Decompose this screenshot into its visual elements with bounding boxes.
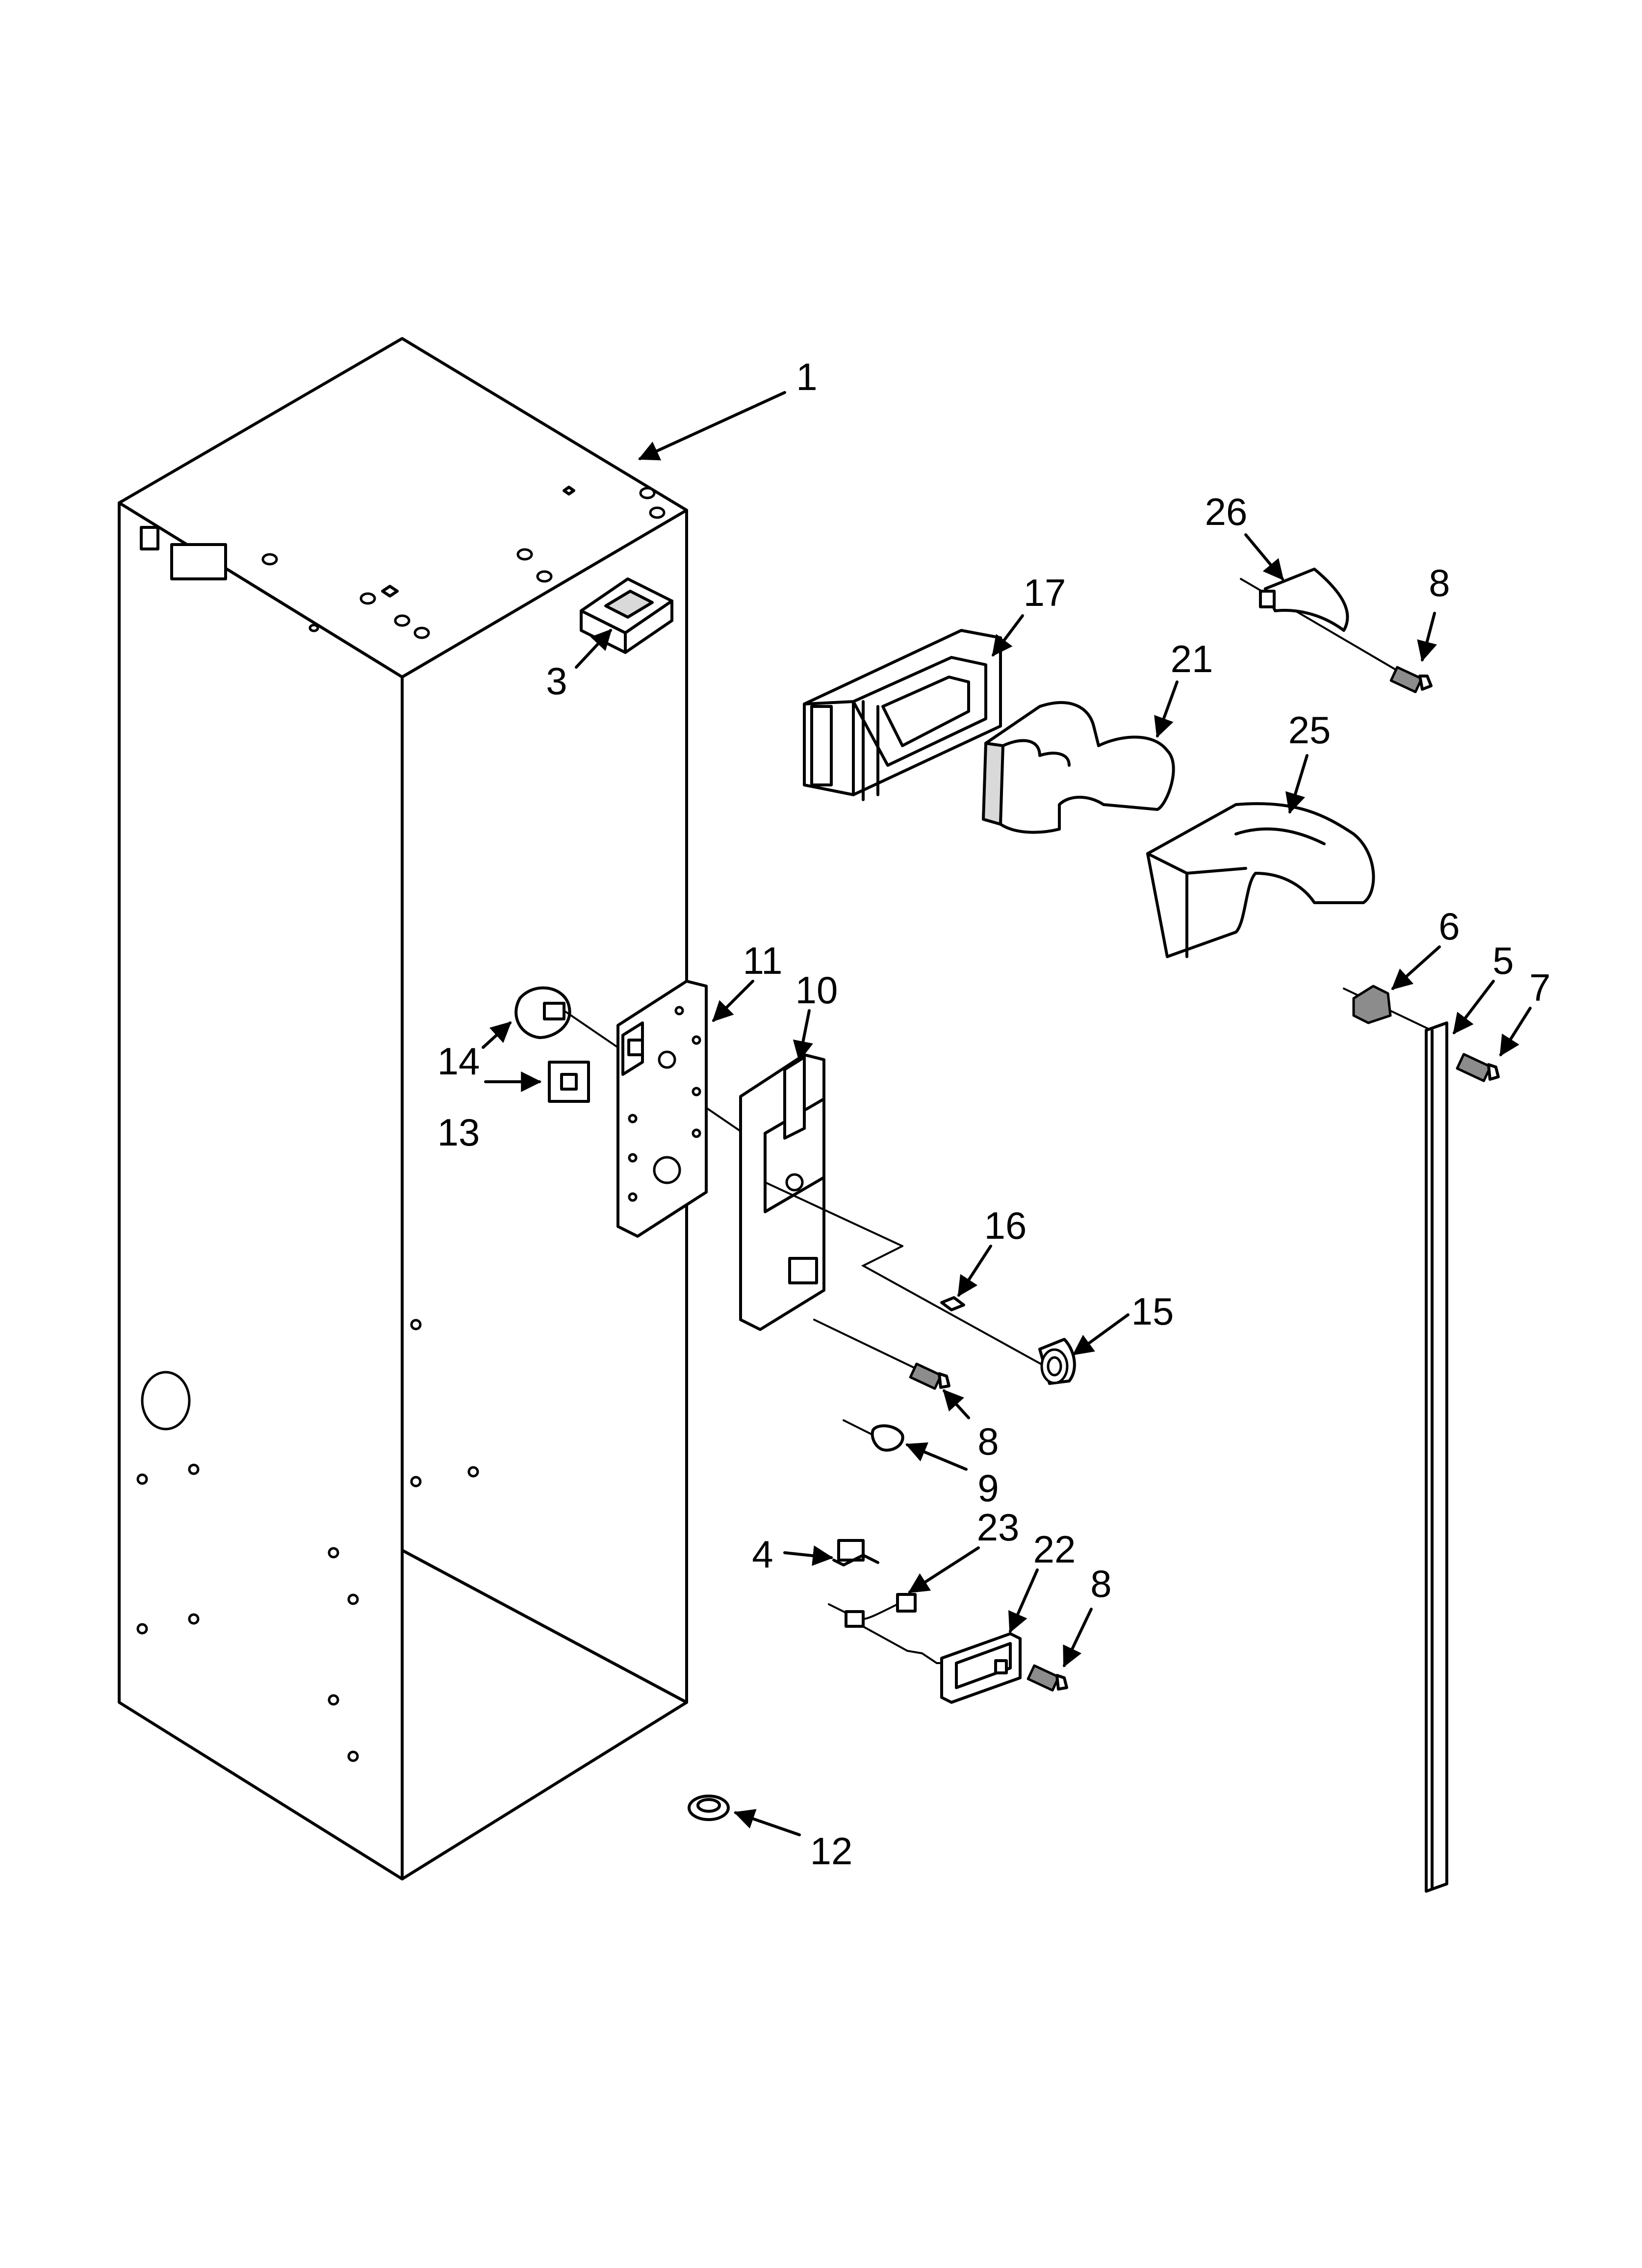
part-7-screw xyxy=(1456,1053,1500,1082)
leader-25 xyxy=(1285,754,1308,814)
callout-21: 21 xyxy=(1171,637,1213,680)
callout-11: 11 xyxy=(743,939,783,982)
part-8-screw-bottom xyxy=(1026,1664,1068,1692)
part-12-grommet xyxy=(688,1795,730,1821)
part-17-duct xyxy=(803,629,1002,801)
callout-9: 9 xyxy=(977,1466,999,1510)
leader-21 xyxy=(1154,680,1179,738)
callout-4: 4 xyxy=(752,1533,773,1576)
callout-13: 13 xyxy=(437,1111,480,1154)
part-5-rail xyxy=(1425,1021,1448,1893)
leader-8a xyxy=(1417,612,1437,662)
leader-17 xyxy=(992,614,1024,657)
leader-5 xyxy=(1453,980,1495,1035)
part-23-connector xyxy=(828,1593,957,1664)
callout-10: 10 xyxy=(795,968,838,1012)
part-4-clip xyxy=(832,1539,879,1566)
leader-22 xyxy=(1008,1568,1039,1633)
leader-10 xyxy=(793,1009,814,1062)
callout-7: 7 xyxy=(1529,966,1550,1009)
part-10-damper-housing xyxy=(739,1053,1051,1380)
part-8-screw-top xyxy=(1389,666,1433,693)
part-8-screw-middle xyxy=(909,1362,950,1390)
leader-8c xyxy=(1063,1608,1093,1668)
callout-12: 12 xyxy=(810,1829,853,1873)
leader-26 xyxy=(1244,533,1284,581)
part-21-insulation xyxy=(982,701,1175,834)
callout-22: 22 xyxy=(1033,1528,1076,1571)
leader-1 xyxy=(638,391,786,461)
callout-14: 14 xyxy=(437,1040,480,1083)
leader-3 xyxy=(575,628,612,669)
part-15-plug xyxy=(1038,1338,1076,1385)
callout-23: 23 xyxy=(977,1506,1020,1549)
leader-11 xyxy=(712,980,754,1022)
callout-5: 5 xyxy=(1492,939,1514,982)
callout-3: 3 xyxy=(546,659,567,703)
callout-8a: 8 xyxy=(1429,561,1450,604)
part-26-bracket xyxy=(1240,568,1413,680)
leader-8b xyxy=(943,1389,970,1419)
leader-16 xyxy=(957,1245,992,1297)
part-22-switch xyxy=(940,1632,1022,1704)
callout-8c: 8 xyxy=(1090,1562,1111,1605)
callout-8b: 8 xyxy=(977,1420,999,1463)
leader-12 xyxy=(734,1809,801,1836)
leader-7 xyxy=(1499,1007,1532,1057)
part-25-cover xyxy=(1146,802,1375,958)
callout-labels: 1 3 26 8 17 21 25 6 5 7 11 10 14 13 16 1… xyxy=(437,355,1551,1873)
leader-15 xyxy=(1072,1313,1129,1356)
leader-9 xyxy=(905,1442,968,1471)
part-16-small-gasket xyxy=(940,1296,965,1311)
callout-6: 6 xyxy=(1438,905,1460,948)
leader-23 xyxy=(908,1546,980,1593)
callout-26: 26 xyxy=(1205,490,1248,533)
callout-15: 15 xyxy=(1131,1290,1174,1333)
callout-16: 16 xyxy=(984,1204,1027,1247)
callout-17: 17 xyxy=(1024,571,1066,614)
part-9-button xyxy=(843,1419,904,1452)
leader-14 xyxy=(482,1021,512,1049)
part-1-cabinet xyxy=(118,337,688,1880)
part-11-mounting-plate xyxy=(616,980,708,1238)
callout-1: 1 xyxy=(796,355,817,398)
leader-4 xyxy=(783,1545,834,1566)
callout-25: 25 xyxy=(1288,708,1331,752)
leader-6 xyxy=(1391,945,1441,990)
part-13-gasket xyxy=(548,1061,590,1103)
callout-arrows xyxy=(482,391,1532,1836)
